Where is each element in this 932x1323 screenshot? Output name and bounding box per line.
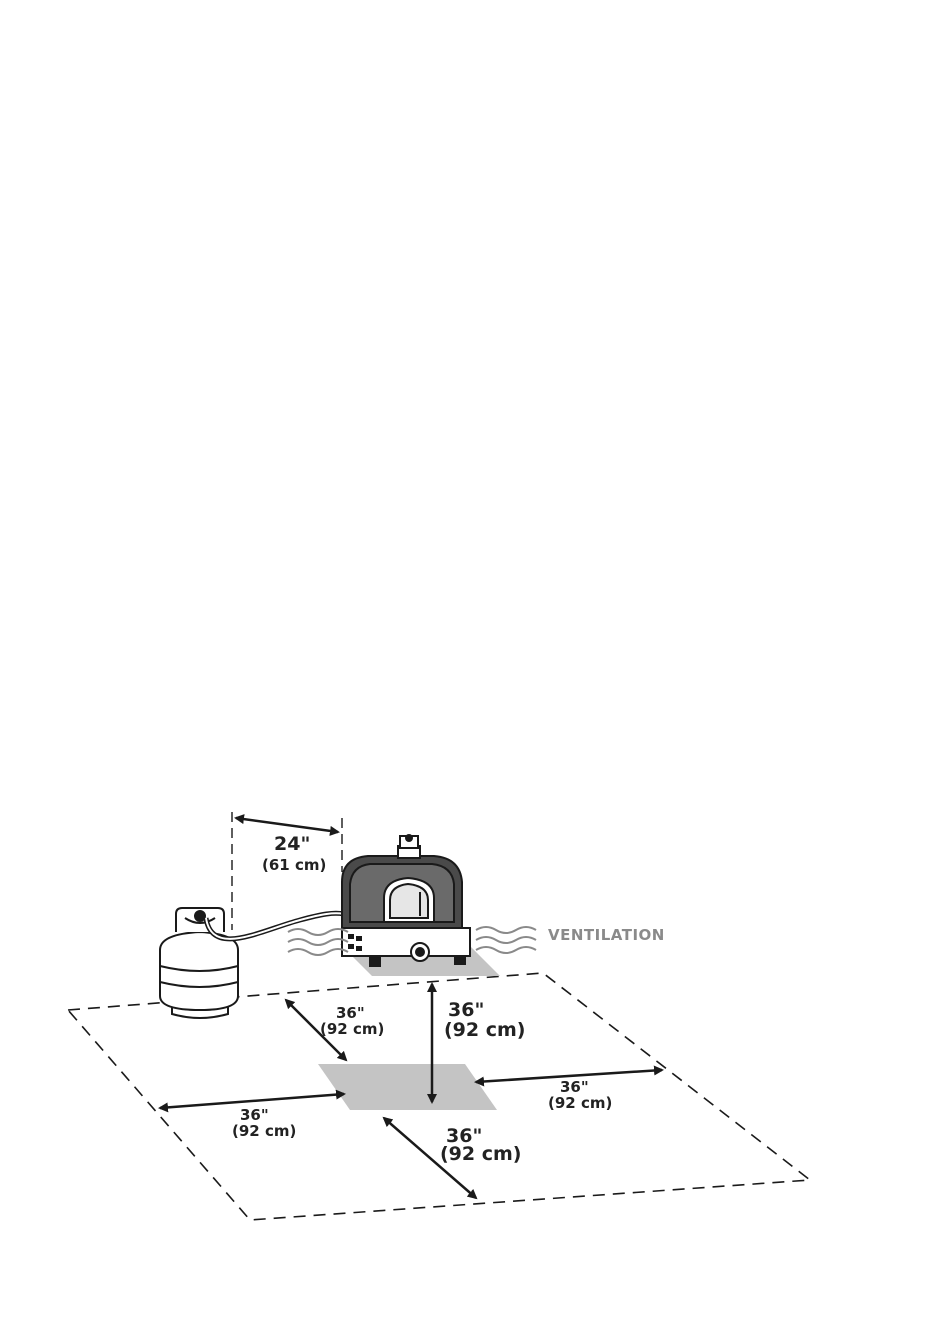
ventilation-label: VENTILATION (548, 926, 665, 944)
front-gap-cm: (92 cm) (444, 1019, 525, 1041)
tank-gap-arrow (236, 818, 338, 832)
bottom-cm: (92 cm) (440, 1143, 521, 1165)
right-cm: (92 cm) (548, 1094, 612, 1112)
back-left-cm: (92 cm) (320, 1020, 384, 1038)
pizza-oven-icon (342, 835, 470, 966)
tank-gap-cm: (61 cm) (262, 856, 326, 874)
center-footprint-shade (318, 1064, 497, 1110)
left-cm: (92 cm) (232, 1122, 296, 1140)
propane-tank-icon (160, 908, 238, 1018)
tank-gap-inch: 24" (274, 833, 310, 855)
front-gap-inch: 36" (448, 999, 484, 1021)
